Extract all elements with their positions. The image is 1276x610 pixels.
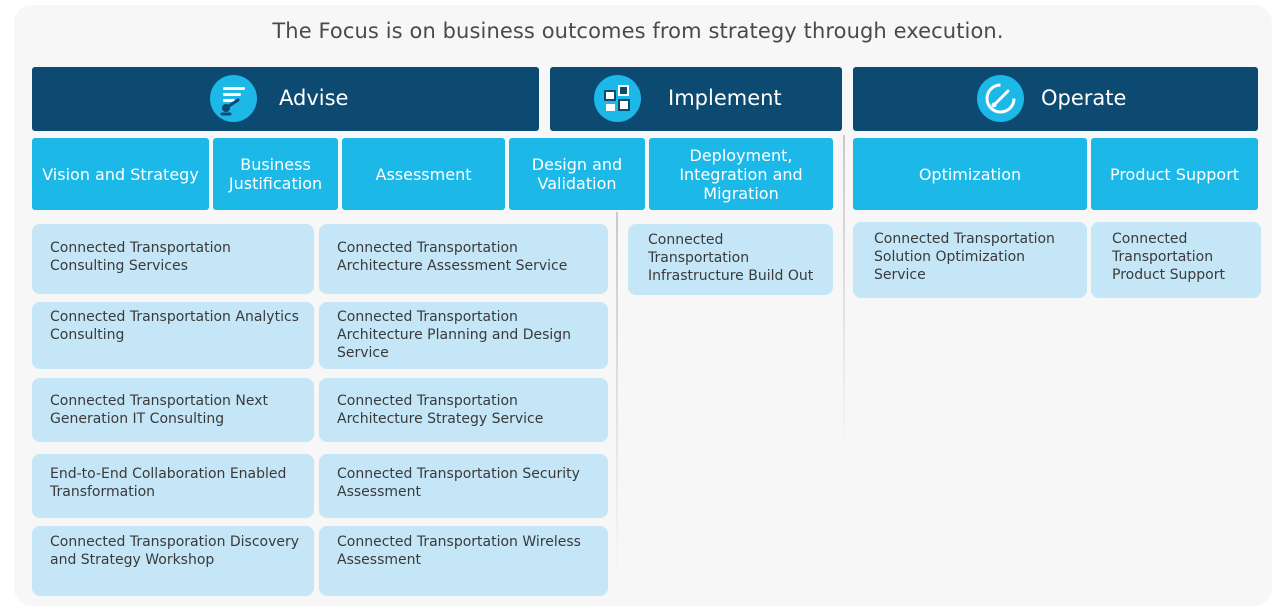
service-card-label: Connected Transportation Security Assess… (337, 466, 580, 500)
service-card-label: Connected Transportation Architecture St… (337, 393, 544, 427)
subcategory-business-justification: Business Justification (213, 138, 338, 210)
phase-advise: Advise (32, 67, 539, 131)
subcategory-deployment: Deployment, Integration and Migration (649, 138, 833, 210)
phase-implement: Implement (550, 67, 842, 131)
service-card: End-to-End Collaboration Enabled Transfo… (32, 454, 314, 518)
implement-icon (594, 75, 641, 122)
service-card-label: Connected Transportation Solution Optimi… (874, 231, 1055, 283)
phase-advise-label: Advise (279, 86, 349, 110)
subcategory-vision-and-strategy: Vision and Strategy (32, 138, 209, 210)
service-card: Connected Transportation Product Support (1091, 222, 1261, 298)
service-card: Connected Transportation Analytics Consu… (32, 302, 314, 369)
phase-operate: Operate (853, 67, 1258, 131)
service-card: Connected Transportation Architecture As… (319, 224, 608, 294)
divider-implement-operate (843, 135, 845, 455)
service-card-label: Connected Transportation Wireless Assess… (337, 534, 581, 568)
service-card: Connected Transportation Infrastructure … (628, 224, 833, 295)
service-card: Connected Transportation Consulting Serv… (32, 224, 314, 294)
service-card-label: Connected Transporation Discovery and St… (50, 534, 300, 568)
headline: The Focus is on business outcomes from s… (272, 19, 1004, 43)
advise-icon (210, 75, 257, 122)
service-card: Connected Transportation Solution Optimi… (853, 222, 1087, 298)
service-card-label: Connected Transportation Consulting Serv… (50, 240, 231, 274)
service-card: Connected Transportation Wireless Assess… (319, 526, 608, 596)
service-card-label: Connected Transportation Analytics Consu… (50, 309, 299, 343)
phase-operate-label: Operate (1041, 86, 1127, 110)
divider-advise-implement (616, 212, 618, 582)
service-card: Connected Transportation Next Generation… (32, 378, 314, 442)
service-card-label: Connected Transportation Infrastructure … (648, 232, 814, 284)
subcategory-assessment: Assessment (342, 138, 505, 210)
service-card-label: Connected Transportation Product Support (1112, 231, 1225, 283)
service-card: Connected Transporation Discovery and St… (32, 526, 314, 596)
subcategory-product-support: Product Support (1091, 138, 1258, 210)
service-card-label: End-to-End Collaboration Enabled Transfo… (50, 466, 287, 500)
service-card-label: Connected Transportation Next Generation… (50, 393, 268, 427)
operate-icon (977, 75, 1024, 122)
service-card: Connected Transportation Architecture Pl… (319, 302, 608, 369)
subcategory-design-and-validation: Design and Validation (509, 138, 645, 210)
service-card: Connected Transportation Architecture St… (319, 378, 608, 442)
phase-implement-label: Implement (668, 86, 782, 110)
service-card-label: Connected Transportation Architecture As… (337, 240, 568, 274)
service-card: Connected Transportation Security Assess… (319, 454, 608, 518)
subcategory-optimization: Optimization (853, 138, 1087, 210)
service-card-label: Connected Transportation Architecture Pl… (337, 309, 572, 361)
